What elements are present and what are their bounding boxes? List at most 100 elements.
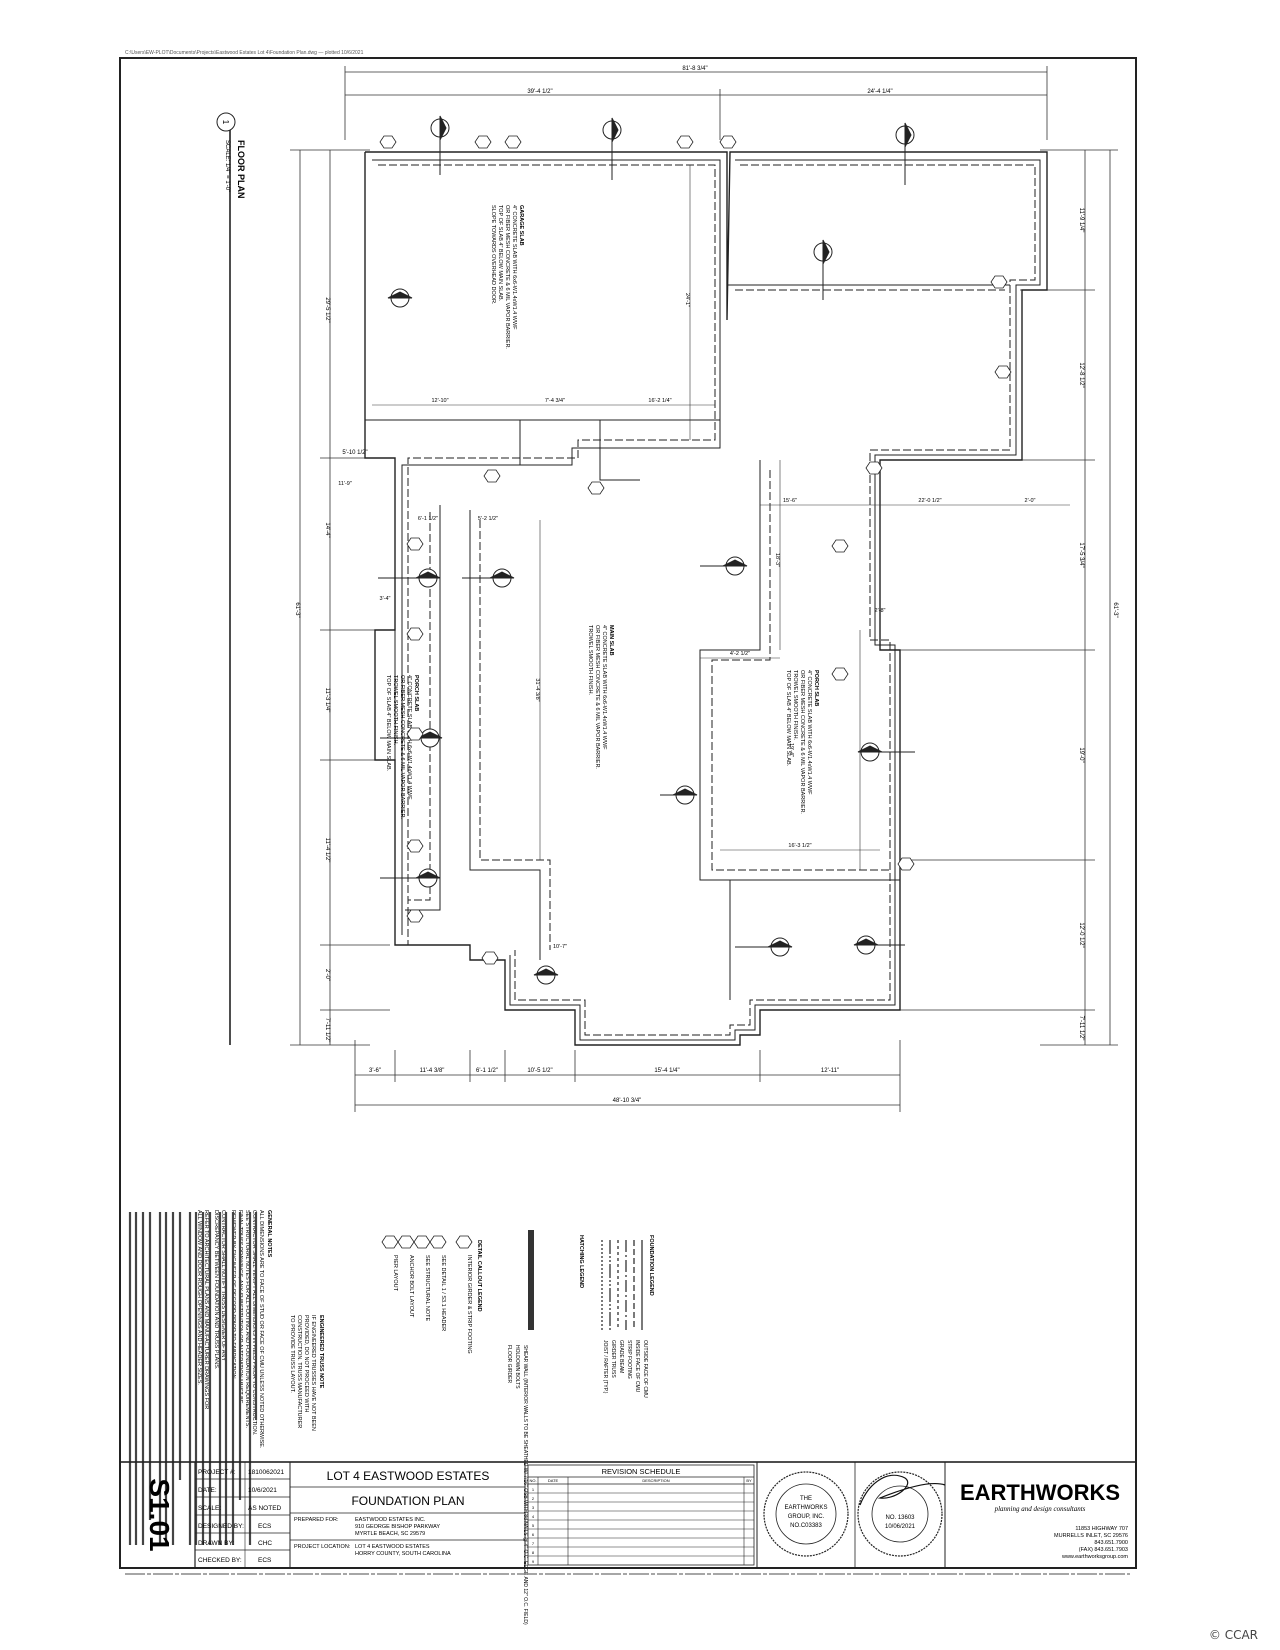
room-note-porch-left-line-3: OR FIBER MESH CONCRETE & 6 MIL VAPOR BAR… bbox=[399, 675, 405, 819]
view-title-text: FLOOR PLAN bbox=[236, 140, 246, 199]
firm-address-3: 843.651.7900 bbox=[1094, 1540, 1128, 1546]
room-note-porch-right: PORCH SLAB 4" CONCRETE SLAB WITH 6x6-W1.… bbox=[785, 670, 819, 814]
revision-header-no: NO. bbox=[529, 1478, 536, 1483]
interior-dim-1: 12'-10" bbox=[431, 398, 448, 404]
foundation-legend-item-6: JOIST / RAFTER (TYP.) bbox=[602, 1340, 608, 1394]
section-marker bbox=[602, 117, 622, 180]
interior-dim-lines bbox=[372, 165, 1070, 870]
section-marker bbox=[380, 728, 443, 748]
room-note-porch-left-line-4: TROWEL SMOOTH FINISH. bbox=[392, 675, 398, 746]
info-label-drawn: DRAWN BY: bbox=[198, 1540, 234, 1547]
general-notes-line-9: ALL WINDOW AND DOOR ROUGH OPENINGS AND H… bbox=[196, 1210, 202, 1385]
truss-note-line-3: CONSTRUCTION. TRUSS MANUFACTURER bbox=[296, 1315, 302, 1428]
dim-bottom-5: 15'-4 1/4" bbox=[654, 1068, 679, 1074]
revision-row-number: 2 bbox=[532, 1496, 535, 1501]
prepared-for-line-1: EASTWOOD ESTATES INC. bbox=[355, 1517, 426, 1523]
dim-left-1: 29'-5 1/2" bbox=[324, 297, 330, 322]
dim-right-1: 11'-9 1/4" bbox=[1078, 208, 1084, 233]
room-note-main-line-2: 4" CONCRETE SLAB WITH 6x6-W1.4xW1.4 WWF bbox=[601, 625, 607, 750]
revision-schedule: REVISION SCHEDULE NO. DATE DESCRIPTION B… bbox=[527, 1464, 755, 1566]
room-note-garage-line-1: GARAGE SLAB bbox=[518, 205, 524, 246]
revision-row-number: 3 bbox=[532, 1505, 535, 1510]
detail-tag bbox=[897, 857, 915, 871]
detail-tag bbox=[865, 461, 883, 475]
project-name: LOT 4 EASTWOOD ESTATES bbox=[327, 1469, 490, 1483]
truss-note-line-2: PROVIDED, DO NOT PROCEED WITH bbox=[303, 1315, 309, 1412]
room-note-garage: GARAGE SLAB 4" CONCRETE SLAB WITH 6x6-W1… bbox=[490, 205, 524, 349]
general-notes-line-2: CONTRACTOR SHALL VERIFY ALL DIMENSIONS I… bbox=[251, 1210, 257, 1436]
general-notes-line-6: CONTRACTOR SHALL NOTIFY TRUSS DESIGNER O… bbox=[220, 1210, 226, 1361]
info-value-project: 1810062021 bbox=[248, 1469, 285, 1476]
foundation-legend-item-2: INSIDE FACE OF CMU bbox=[634, 1340, 640, 1393]
hatch-legend-title: HATCHING LEGEND bbox=[578, 1235, 584, 1288]
foundation-legend-item-5: GIRDER TRUSS bbox=[610, 1340, 616, 1378]
interior-dim-7: 15'-6" bbox=[783, 498, 797, 504]
firm-logo: EARTHWORKS bbox=[960, 1480, 1120, 1505]
dim-bottom-4: 10'-5 1/2" bbox=[527, 1068, 552, 1074]
general-notes-line-8: REFER TO ARCHITECTURAL PLANS AND MANUFAC… bbox=[203, 1210, 209, 1409]
dim-left-7: 5'-10 1/2" bbox=[342, 450, 367, 456]
sheet-title: FOUNDATION PLAN bbox=[351, 1494, 464, 1508]
interior-dim-10: 4'-2 1/2" bbox=[730, 651, 750, 657]
room-note-porch-left-line-1: PORCH SLAB bbox=[413, 675, 419, 711]
section-marker bbox=[533, 965, 559, 985]
room-note-porch-right-line-5: TOP OF SLAB 4" BELOW MAIN SLAB. bbox=[785, 670, 791, 767]
dim-bottom-2: 11'-4 3/8" bbox=[420, 1068, 445, 1074]
section-marker bbox=[895, 122, 915, 185]
detail-callout-legend: DETAIL CALLOUT LEGEND INTERIOR GIRDER & … bbox=[381, 1235, 482, 1354]
dim-left-6: 7'-11 1/2" bbox=[324, 1018, 330, 1043]
detail-legend-hex-5 bbox=[455, 1235, 473, 1249]
detail-tag bbox=[406, 839, 424, 853]
dim-right-2: 12'-8 1/2" bbox=[1078, 362, 1084, 387]
info-value-scale: AS NOTED bbox=[248, 1505, 282, 1512]
revision-row-number: 6 bbox=[532, 1532, 535, 1537]
detail-tag bbox=[719, 135, 737, 149]
general-notes-title: GENERAL NOTES bbox=[266, 1210, 272, 1258]
room-note-main-line-3: OR FIBER MESH CONCRETE & 6 MIL VAPOR BAR… bbox=[594, 625, 600, 769]
detail-tag bbox=[504, 135, 522, 149]
revision-row-number: 5 bbox=[532, 1523, 535, 1528]
general-notes-line-3: SEE STRUCTURAL NOTES FOR ALL FOOTING AND… bbox=[244, 1210, 250, 1428]
info-label-date: DATE: bbox=[198, 1487, 217, 1494]
revision-schedule-title: REVISION SCHEDULE bbox=[602, 1467, 681, 1476]
dim-right-4: 19'-0" bbox=[1078, 747, 1084, 762]
engineer-seal: NO. 13603 10/06/2021 bbox=[857, 1471, 946, 1557]
company-seal-line-4: NO.C03383 bbox=[790, 1523, 822, 1529]
hatch-legend-item-2: HOLDOWN BOLTS bbox=[514, 1345, 520, 1389]
detail-legend-title: DETAIL CALLOUT LEGEND bbox=[476, 1240, 482, 1312]
section-marker bbox=[813, 239, 833, 300]
foundation-legend: FOUNDATION LEGEND OUTSIDE FACE OF CMU IN… bbox=[601, 1235, 654, 1398]
dim-top-left: 39'-4 1/2" bbox=[527, 89, 552, 95]
interior-dim-11: 18'-3" bbox=[774, 553, 780, 567]
detail-tag bbox=[379, 135, 397, 149]
company-seal-line-3: GROUP, INC. bbox=[788, 1514, 825, 1520]
revision-row-number: 4 bbox=[532, 1514, 535, 1519]
foundation-legend-title: FOUNDATION LEGEND bbox=[648, 1235, 654, 1296]
firm-address-1: 11853 HIGHWAY 707 bbox=[1075, 1526, 1128, 1532]
section-marker bbox=[387, 288, 413, 308]
hatch-swatch bbox=[528, 1230, 534, 1330]
revision-row-number: 8 bbox=[532, 1550, 535, 1555]
truss-note-line-1: IF ENGINEERED TRUSSES HAVE NOT BEEN bbox=[310, 1315, 316, 1431]
detail-tags bbox=[379, 135, 1012, 965]
interior-dim-9: 22'-0 1/2" bbox=[918, 498, 941, 504]
firm-tagline: planning and design consultants bbox=[994, 1505, 1086, 1513]
detail-tag bbox=[406, 627, 424, 641]
foundation-plan: 81'-8 3/4" 39'-4 1/2" 24'-4 1/4" 61'-3" … bbox=[216, 66, 1118, 1112]
room-note-garage-line-3: OR FIBER MESH CONCRETE & 6 MIL VAPOR BAR… bbox=[504, 205, 510, 349]
detail-legend-item-3: SEE STRUCTURAL NOTE bbox=[424, 1255, 430, 1321]
project-info-table: PROJECT #: 1810062021 DATE: 10/6/2021 SC… bbox=[195, 1462, 291, 1568]
revision-row-number: 7 bbox=[532, 1541, 535, 1546]
dim-bottom-1: 3'-6" bbox=[369, 1068, 381, 1074]
detail-tag bbox=[676, 135, 694, 149]
firm-address-5: www.earthworksgroup.com bbox=[1061, 1554, 1128, 1560]
foundation-legend-item-3: STRIP FOOTING bbox=[626, 1340, 632, 1379]
interior-dim-2: 7'-4 3/4" bbox=[545, 398, 565, 404]
detail-legend-hex-2 bbox=[397, 1235, 415, 1249]
detail-tag bbox=[406, 909, 424, 923]
engineer-seal-line-1: NO. 13603 bbox=[885, 1515, 915, 1521]
info-value-designed: ECS bbox=[258, 1523, 272, 1530]
info-label-project: PROJECT #: bbox=[198, 1469, 236, 1476]
title-block: S1.01 PROJECT #: 1810062021 DATE: 10/6/2… bbox=[119, 1461, 1137, 1569]
